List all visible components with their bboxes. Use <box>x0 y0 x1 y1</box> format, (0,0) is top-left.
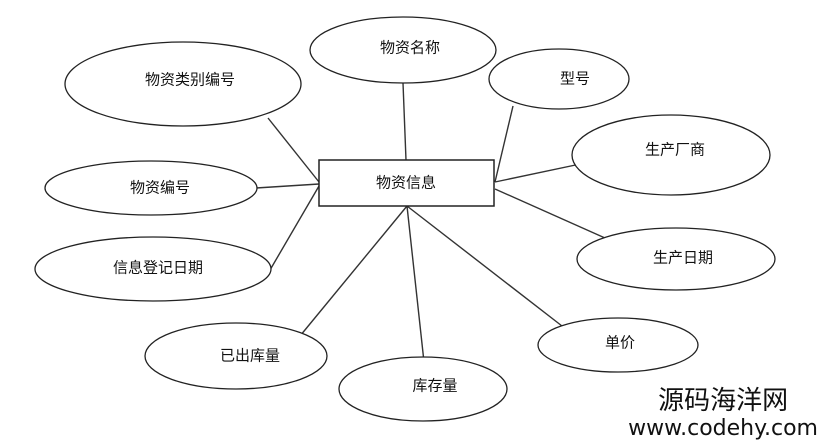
line-manufacturer <box>494 162 586 183</box>
svg-text:库存量: 库存量 <box>412 377 457 395</box>
attribute-unit-price: 单价 <box>537 317 699 373</box>
attribute-register-date: 信息登记日期 <box>34 236 272 302</box>
line-name <box>402 82 407 161</box>
svg-text:生产厂商: 生产厂商 <box>645 141 705 159</box>
attribute-stock-qty: 库存量 <box>338 356 508 422</box>
attribute-manufacturer: 生产厂商 <box>571 114 771 196</box>
line-category-no <box>267 117 320 183</box>
watermark-name: 源码海洋网 <box>658 386 789 416</box>
line-unit-price <box>406 205 563 327</box>
svg-text:物资编号: 物资编号 <box>130 179 190 197</box>
attribute-outbound-qty: 已出库量 <box>144 322 328 390</box>
watermark: 源码海洋网 www.codehy.com <box>628 386 818 442</box>
attribute-production-date: 生产日期 <box>576 227 776 291</box>
entity-box: 物资信息 <box>318 159 495 207</box>
line-outbound-qty <box>299 205 408 337</box>
line-register-date <box>269 185 320 271</box>
line-model <box>494 105 514 183</box>
attribute-name: 物资名称 <box>309 16 497 84</box>
svg-text:物资名称: 物资名称 <box>380 39 440 57</box>
svg-text:信息登记日期: 信息登记日期 <box>113 259 203 277</box>
watermark-url: www.codehy.com <box>628 416 818 441</box>
entity-label: 物资信息 <box>376 174 436 192</box>
svg-text:已出库量: 已出库量 <box>220 347 280 365</box>
svg-text:生产日期: 生产日期 <box>653 249 713 267</box>
attribute-category-no: 物资类别编号 <box>64 41 302 127</box>
line-stock-qty <box>406 205 425 363</box>
attribute-model: 型号 <box>488 48 630 110</box>
connector-lines <box>255 82 606 363</box>
svg-text:型号: 型号 <box>560 70 590 88</box>
svg-text:单价: 单价 <box>605 334 635 352</box>
svg-text:物资类别编号: 物资类别编号 <box>145 71 235 89</box>
attribute-material-no: 物资编号 <box>44 160 258 216</box>
line-production-date <box>494 188 606 239</box>
line-material-no <box>255 183 320 189</box>
